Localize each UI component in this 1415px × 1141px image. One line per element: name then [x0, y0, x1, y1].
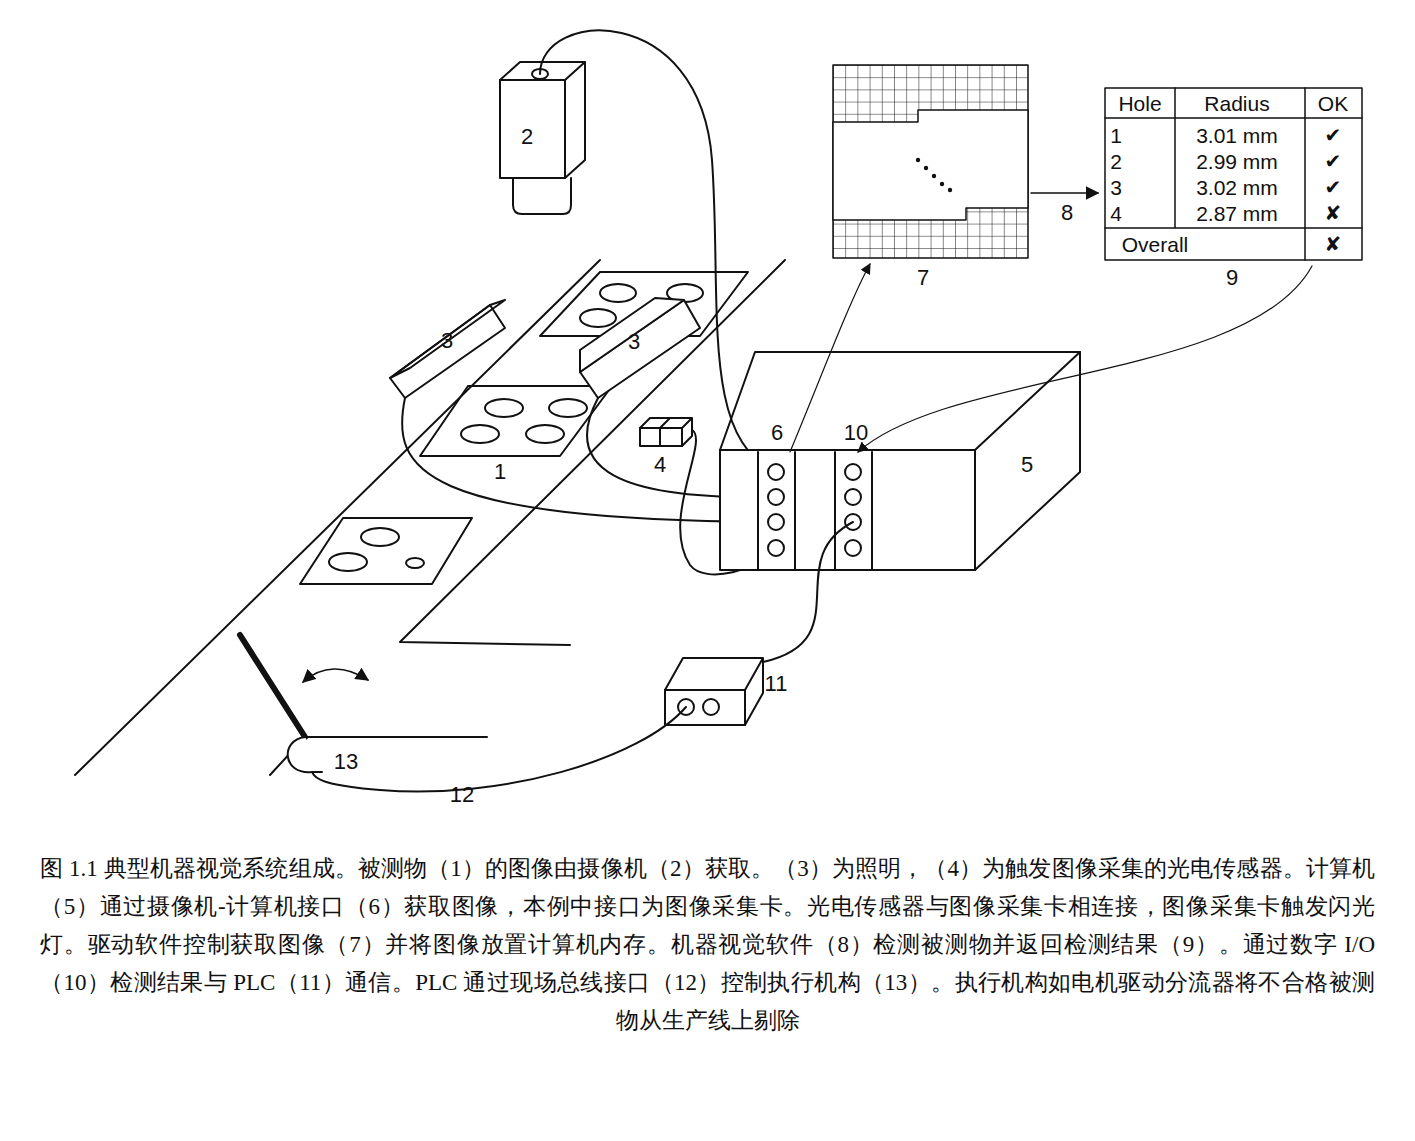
figure-caption: 图 1.1 典型机器视觉系统组成。被测物（1）的图像由摄像机（2）获取。（3）为…: [40, 850, 1375, 1040]
callout-number: 6: [771, 422, 783, 444]
callout-number: 8: [1061, 202, 1073, 224]
callout-number: 2: [521, 126, 533, 148]
callout-number: 9: [1226, 267, 1238, 289]
callout-number: 5: [1021, 454, 1033, 476]
table-cell: 3.02 mm: [1196, 177, 1278, 198]
callout-number: 11: [765, 673, 788, 695]
callout-number: 12: [450, 784, 474, 806]
callout-number: 13: [334, 751, 358, 773]
table-cell: ✔: [1325, 177, 1342, 197]
table-cell: ✔: [1325, 125, 1342, 145]
callout-number: 1: [494, 461, 506, 483]
table-cell: 4: [1110, 203, 1122, 224]
callout-number: 7: [917, 267, 929, 289]
callout-number: 3: [441, 330, 453, 352]
callout-number: 10: [844, 422, 868, 444]
table-cell: Hole: [1118, 93, 1161, 114]
table-cell: 3: [1110, 177, 1122, 198]
table-cell: 2: [1110, 151, 1122, 172]
callout-number: 3: [628, 331, 640, 353]
table-cell: 3.01 mm: [1196, 125, 1278, 146]
callout-number: 4: [654, 454, 666, 476]
table-cell: Overall: [1122, 234, 1189, 255]
table-cell: OK: [1318, 93, 1348, 114]
table-cell: ✔: [1325, 151, 1342, 171]
table-cell: ✘: [1325, 203, 1342, 223]
table-cell: 2.99 mm: [1196, 151, 1278, 172]
table-cell: 2.87 mm: [1196, 203, 1278, 224]
table-cell: Radius: [1204, 93, 1269, 114]
table-cell: 1: [1110, 125, 1122, 146]
table-cell: ✘: [1325, 234, 1342, 254]
